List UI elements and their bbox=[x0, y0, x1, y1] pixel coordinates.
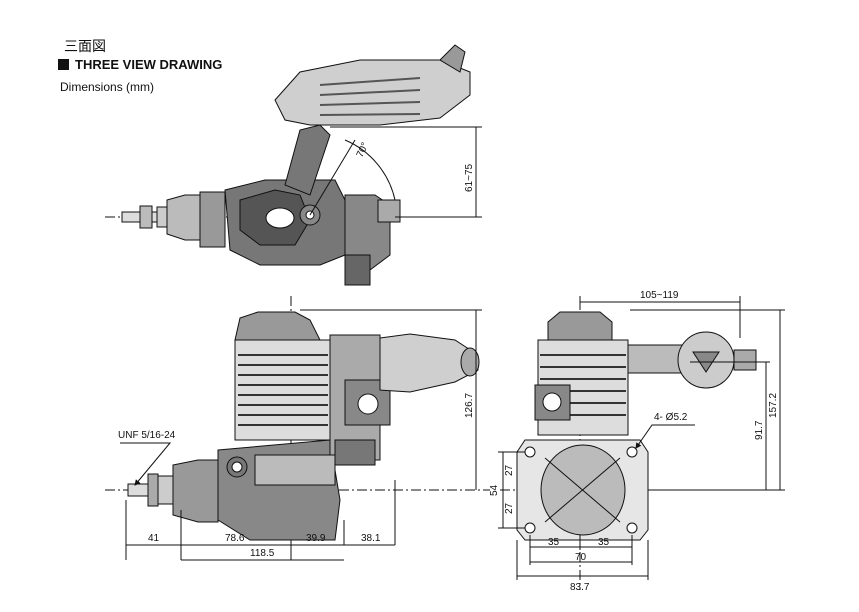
dim-41: 41 bbox=[148, 533, 160, 544]
dim-83-7: 83.7 bbox=[570, 582, 590, 593]
dim-91-7: 91.7 bbox=[754, 420, 765, 440]
dim-38-1: 38.1 bbox=[361, 533, 381, 544]
drawing-title-text: THREE VIEW DRAWING bbox=[75, 57, 223, 72]
top-view bbox=[105, 44, 482, 286]
front-view bbox=[498, 296, 785, 590]
dim-118-5: 118.5 bbox=[250, 548, 275, 559]
dim-35-left: 35 bbox=[548, 537, 560, 548]
hole-label: 4- Ø5.2 bbox=[654, 412, 688, 423]
bullet-square-icon bbox=[58, 59, 69, 70]
top-height-label: 61~75 bbox=[464, 163, 475, 192]
angle-label: 70° bbox=[355, 141, 371, 159]
dim-78-6: 78.6 bbox=[225, 533, 245, 544]
dim-39-9: 39.9 bbox=[306, 533, 326, 544]
side-view bbox=[105, 296, 490, 561]
dim-27-upper: 27 bbox=[504, 464, 515, 476]
units-label: Dimensions (mm) bbox=[60, 80, 155, 94]
japanese-title: 三面図 bbox=[64, 38, 106, 54]
dim-54: 54 bbox=[489, 484, 500, 496]
width-top-label: 105~119 bbox=[640, 290, 679, 301]
dim-27-lower: 27 bbox=[504, 502, 515, 514]
dim-35-right: 35 bbox=[598, 537, 610, 548]
drawing-title: THREE VIEW DRAWING bbox=[58, 57, 222, 72]
dim-70: 70 bbox=[575, 552, 587, 563]
dim-157-2: 157.2 bbox=[768, 393, 779, 418]
thread-label: UNF 5/16-24 bbox=[118, 430, 176, 441]
overall-height-label: 126.7 bbox=[464, 393, 475, 418]
